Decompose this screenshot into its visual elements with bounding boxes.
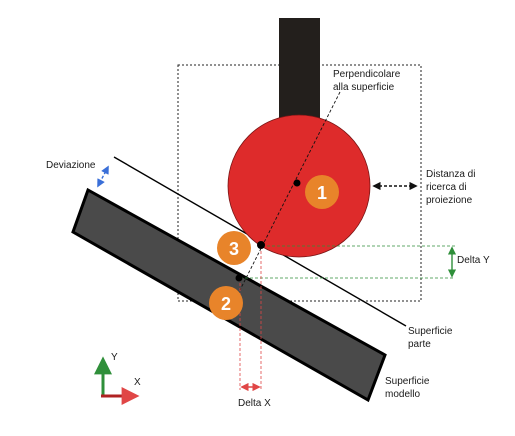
marker-2-label: 2 (221, 294, 231, 314)
part-surface-label-line2: parte (408, 339, 431, 350)
marker-1: 1 (305, 175, 339, 209)
contact-point-model (235, 274, 243, 282)
tool-shaft (279, 18, 320, 125)
marker-3-label: 3 (229, 239, 239, 259)
deviation-arrow (97, 165, 109, 188)
contact-point-part (257, 241, 265, 249)
ball-center-point (293, 179, 301, 187)
marker-2: 2 (209, 286, 243, 320)
marker-3: 3 (217, 231, 251, 265)
model-surface-label-line2: modello (385, 389, 420, 400)
perpendicular-label-line2: alla superficie (333, 82, 395, 93)
perpendicular-line (239, 91, 341, 291)
axis-x-label: X (134, 377, 141, 388)
model-surface-label-line1: Superficie (385, 376, 430, 387)
marker-1-label: 1 (317, 183, 327, 203)
perpendicular-label-line1: Perpendicolare (333, 69, 401, 80)
delta-y-label: Delta Y (457, 255, 490, 266)
search-distance-label-line3: proiezione (426, 195, 473, 206)
search-distance-label-line1: Distanza di (426, 169, 475, 180)
tool-ball (227, 114, 371, 258)
deviation-label: Deviazione (46, 160, 96, 171)
axis-y-label: Y (111, 352, 118, 363)
part-surface-label-line1: Superficie (408, 326, 453, 337)
axis-indicator: Y X (94, 352, 141, 405)
delta-x-label: Delta X (238, 398, 271, 409)
search-distance-label-line2: ricerca di (426, 182, 467, 193)
